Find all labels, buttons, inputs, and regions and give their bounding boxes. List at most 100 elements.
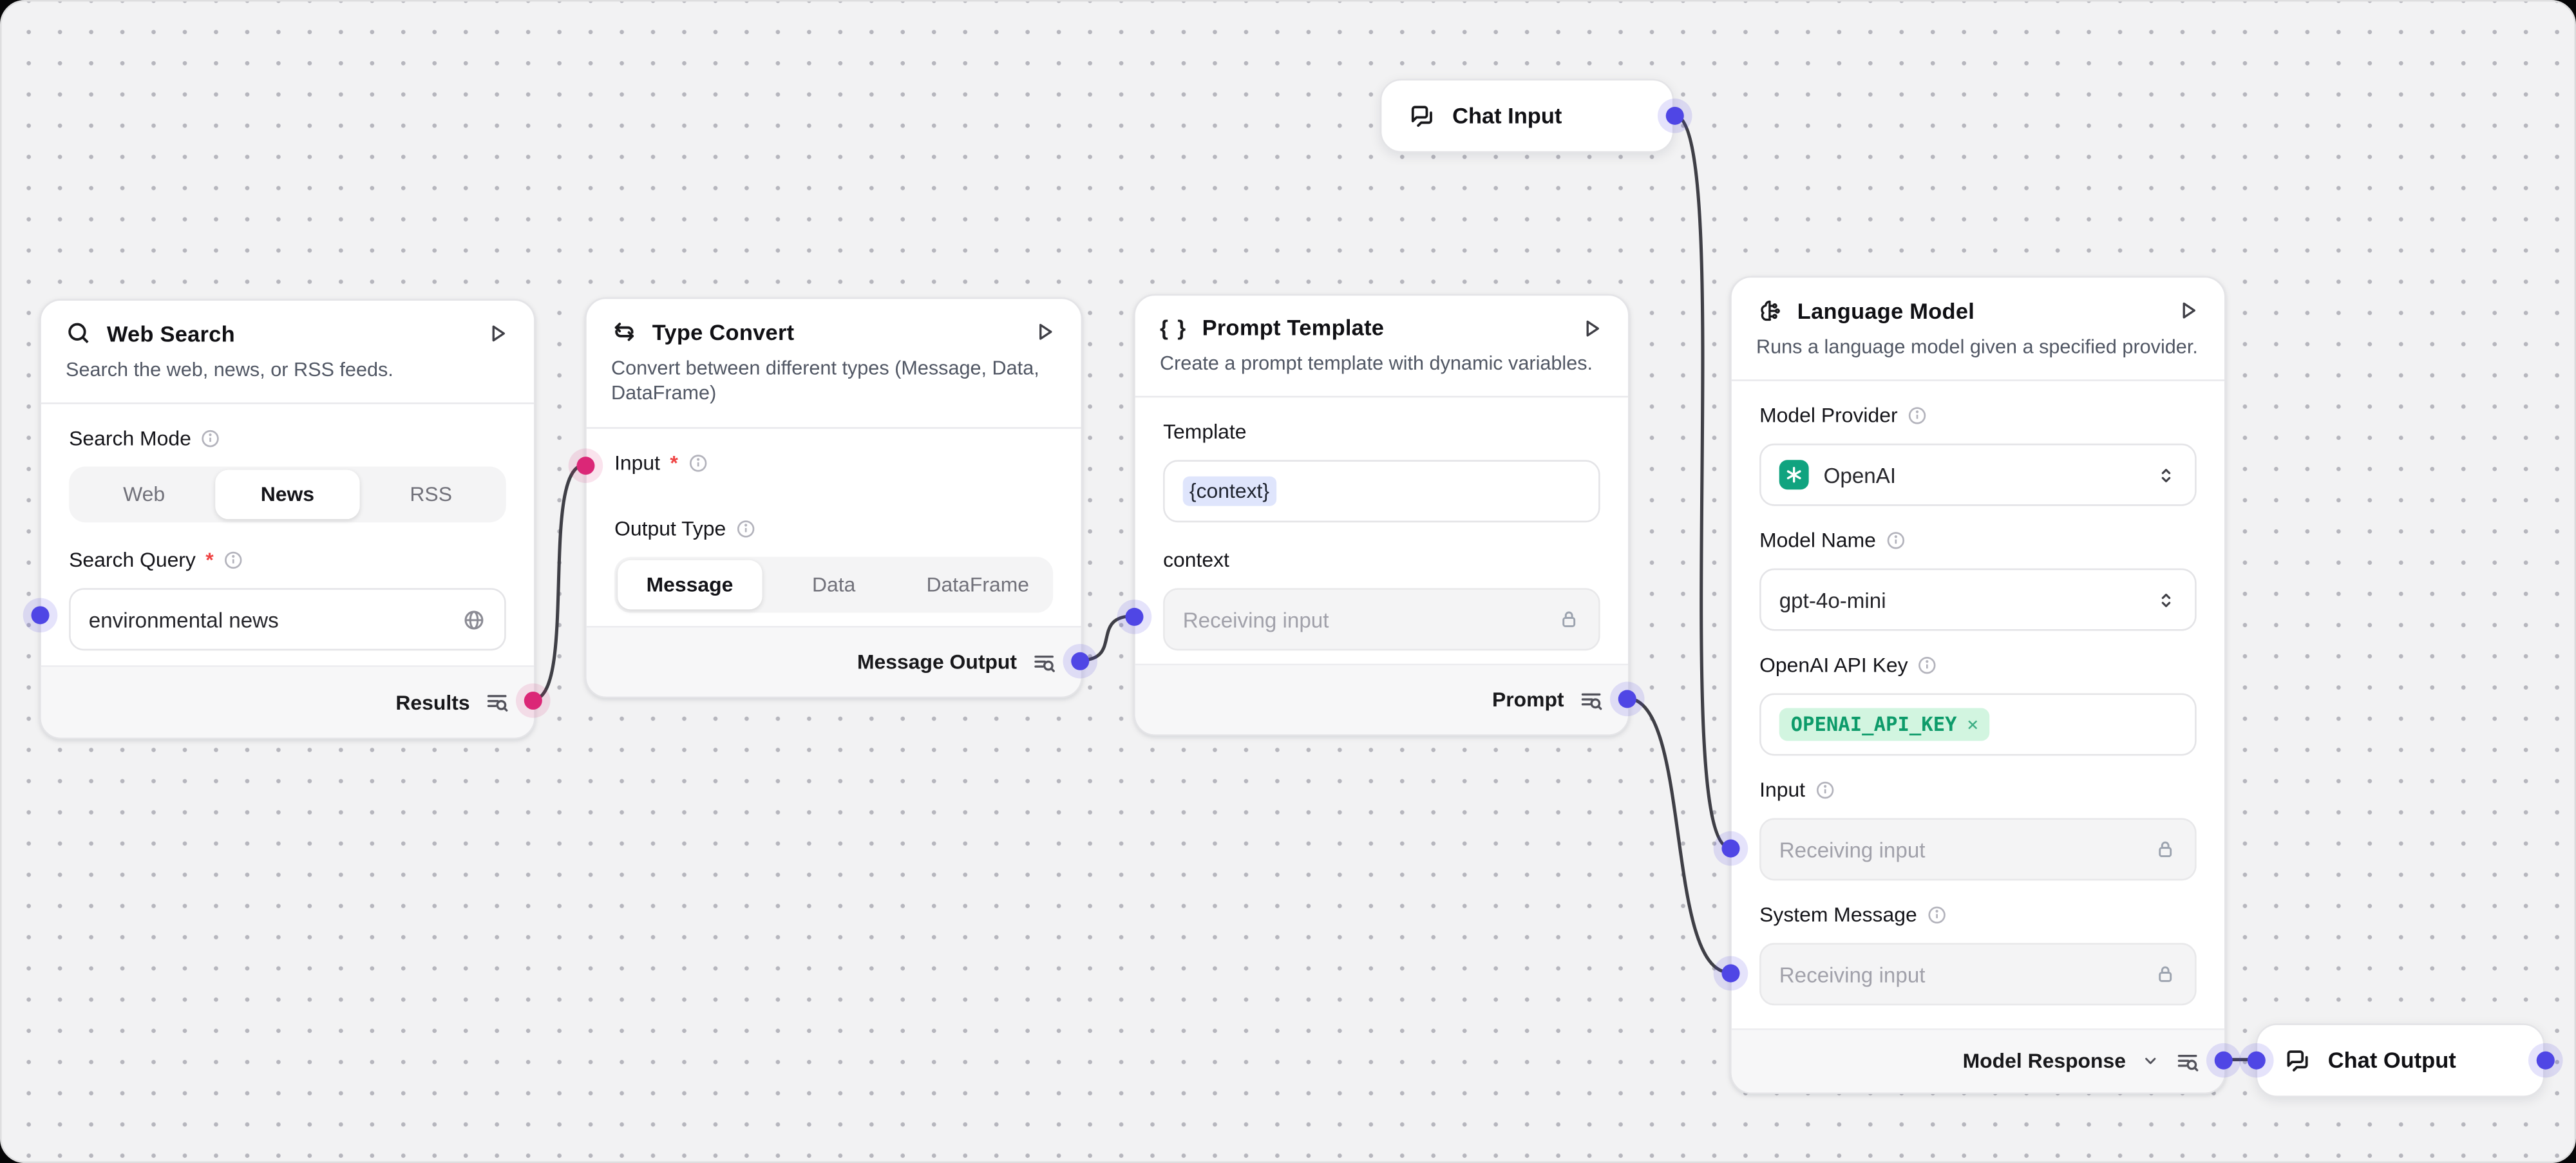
- info-icon[interactable]: [1908, 406, 1927, 426]
- chevrons-up-down-icon: [2155, 589, 2177, 610]
- info-icon[interactable]: [1927, 906, 1947, 926]
- output-type-option-dataframe[interactable]: DataFrame: [926, 572, 1030, 596]
- node-title: Web Search: [106, 321, 235, 346]
- language-model-node[interactable]: Language Model Runs a language model giv…: [1730, 276, 2226, 1094]
- lm-input-field[interactable]: Receiving input: [1759, 818, 2197, 882]
- type-convert-output-handle[interactable]: [1070, 651, 1089, 670]
- output-type-label-row: Output Type: [614, 517, 1053, 540]
- language-model-header: Language Model: [1732, 278, 2224, 323]
- type-convert-node[interactable]: Type Convert Convert between different t…: [585, 297, 1083, 699]
- node-description: Create a prompt template with dynamic va…: [1135, 340, 1629, 399]
- template-input[interactable]: {context}: [1163, 460, 1600, 524]
- prompt-template-node[interactable]: { } Prompt Template Create a prompt temp…: [1133, 294, 1630, 736]
- repeat-icon: [611, 319, 638, 345]
- type-convert-input-handle[interactable]: [576, 455, 594, 474]
- brain-circuit-icon: [1756, 298, 1783, 324]
- prompt-template-footer: Prompt: [1135, 663, 1629, 735]
- info-icon[interactable]: [1886, 531, 1906, 551]
- chevron-down-icon[interactable]: [2141, 1052, 2161, 1072]
- web-search-node[interactable]: Web Search Search the web, news, or RSS …: [39, 299, 536, 739]
- run-node-button[interactable]: [1034, 320, 1057, 343]
- output-label: Prompt: [1492, 688, 1564, 712]
- inspect-output-icon[interactable]: [1032, 650, 1056, 674]
- globe-icon[interactable]: [462, 608, 486, 632]
- node-title: Language Model: [1797, 298, 1975, 323]
- language-model-input-handle[interactable]: [1721, 838, 1739, 857]
- info-icon[interactable]: [223, 551, 243, 571]
- prompt-template-output-handle[interactable]: [1617, 689, 1636, 708]
- system-message-field[interactable]: Receiving input: [1759, 943, 2197, 1007]
- template-variable-chip[interactable]: {context}: [1182, 477, 1276, 507]
- web-search-header: Web Search: [41, 301, 534, 346]
- node-description: Search the web, news, or RSS feeds.: [41, 346, 535, 405]
- language-model-output-handle[interactable]: [2213, 1050, 2232, 1069]
- run-node-button[interactable]: [2177, 299, 2200, 322]
- model-provider-label-row: Model Provider: [1759, 404, 2197, 428]
- chat-input-output-handle[interactable]: [1665, 106, 1683, 124]
- input-label-row: Input*: [614, 451, 1053, 475]
- prompt-template-header: { } Prompt Template: [1135, 296, 1628, 340]
- node-description: Runs a language model given a specified …: [1731, 324, 2225, 382]
- remove-api-key-icon[interactable]: ×: [1966, 714, 1979, 737]
- info-icon[interactable]: [736, 518, 756, 538]
- messages-icon: [2284, 1046, 2311, 1074]
- run-node-button[interactable]: [486, 322, 509, 345]
- search-mode-option-news[interactable]: News: [216, 470, 359, 520]
- inspect-output-icon[interactable]: [1579, 688, 1604, 712]
- output-label: Message Output: [857, 650, 1018, 674]
- search-query-label-row: Search Query*: [69, 549, 506, 572]
- model-name-label-row: Model Name: [1759, 529, 2197, 553]
- chat-input-node[interactable]: Chat Input: [1379, 79, 1674, 153]
- node-title: Prompt Template: [1202, 315, 1385, 341]
- model-name-select[interactable]: gpt-4o-mini: [1759, 569, 2197, 632]
- language-model-system-handle[interactable]: [1721, 963, 1739, 982]
- edge-chatinput-to-languagemodel[interactable]: [1672, 113, 1732, 849]
- lock-icon: [2154, 838, 2177, 862]
- edge-typeconvert-to-prompttemplate[interactable]: [1077, 614, 1135, 663]
- search-query-input[interactable]: environmental news: [69, 589, 506, 652]
- output-label: Model Response: [1962, 1050, 2126, 1073]
- api-key-chip[interactable]: OPENAI_API_KEY ×: [1779, 708, 1991, 742]
- language-model-footer: Model Response: [1731, 1028, 2225, 1093]
- template-label-row: Template: [1163, 421, 1247, 444]
- info-icon[interactable]: [688, 453, 708, 473]
- input-label-row: Input: [1759, 779, 2197, 802]
- run-node-button[interactable]: [1580, 316, 1604, 339]
- inspect-output-icon[interactable]: [485, 690, 509, 714]
- node-title: Type Convert: [652, 319, 795, 345]
- chat-output-node[interactable]: Chat Output: [2255, 1023, 2545, 1098]
- chat-output-input-handle[interactable]: [2246, 1050, 2265, 1069]
- type-convert-footer: Message Output: [586, 625, 1081, 697]
- web-search-results-output-handle[interactable]: [523, 690, 542, 709]
- info-icon[interactable]: [201, 430, 221, 449]
- search-mode-option-rss[interactable]: RSS: [410, 483, 452, 507]
- context-label-row: context: [1163, 549, 1229, 572]
- chat-output-output-handle[interactable]: [2535, 1050, 2554, 1069]
- context-input[interactable]: Receiving input: [1163, 589, 1600, 652]
- output-type-option-data[interactable]: Data: [811, 572, 856, 596]
- output-type-segmented: Message Data DataFrame: [614, 556, 1054, 612]
- search-mode-label-row: Search Mode: [69, 428, 506, 451]
- output-type-option-message[interactable]: Message: [618, 560, 762, 609]
- search-icon: [66, 320, 92, 346]
- info-icon[interactable]: [1815, 781, 1835, 801]
- edge-websearch-to-typeconvert[interactable]: [530, 463, 587, 702]
- openai-logo: [1779, 460, 1809, 491]
- api-key-input[interactable]: OPENAI_API_KEY ×: [1759, 694, 2197, 757]
- search-mode-segmented: Web News RSS: [69, 467, 506, 524]
- web-search-query-input-handle[interactable]: [30, 605, 49, 624]
- inspect-output-icon[interactable]: [2175, 1049, 2200, 1073]
- messages-icon: [1408, 102, 1435, 129]
- search-mode-option-web[interactable]: Web: [123, 483, 166, 507]
- output-label: Results: [395, 690, 470, 714]
- lock-icon: [2154, 963, 2177, 987]
- model-provider-select[interactable]: OpenAI: [1759, 444, 2197, 507]
- lock-icon: [1557, 609, 1580, 632]
- info-icon[interactable]: [1918, 656, 1938, 676]
- prompt-template-context-handle[interactable]: [1124, 607, 1143, 625]
- web-search-footer: Results: [41, 665, 535, 738]
- edge-prompttemplate-to-languagemodel[interactable]: [1624, 696, 1732, 974]
- node-title: Chat Input: [1452, 103, 1562, 128]
